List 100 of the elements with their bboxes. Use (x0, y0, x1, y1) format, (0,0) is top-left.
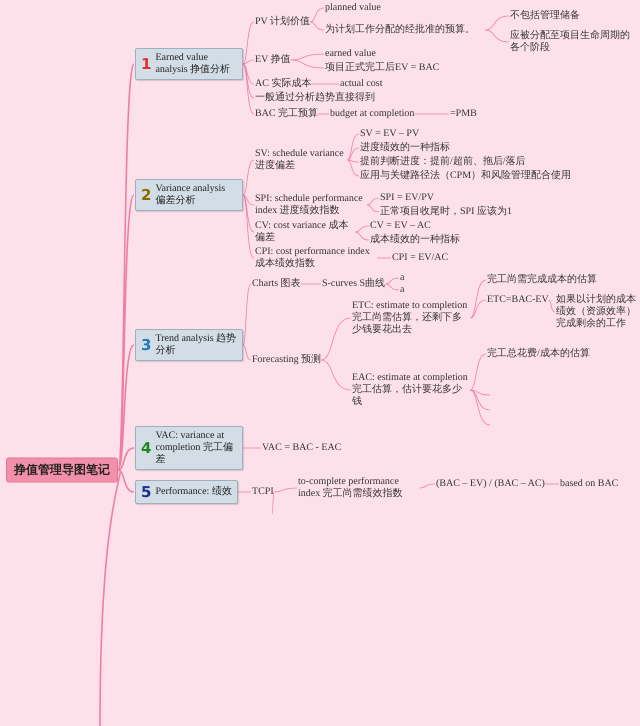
branch-line (118, 447, 134, 471)
branch-line (242, 284, 252, 346)
branch-text: VAC = BAC - EAC (262, 442, 342, 454)
branch-line (354, 232, 370, 240)
branch-text: 如果以计划的成本绩效（资源效率）完成剩余的工作 (556, 294, 636, 330)
branch-text: Forecasting 预测 (252, 354, 322, 366)
topic-title: Trend analysis 趋势分析 (155, 333, 237, 357)
branch-line (118, 469, 134, 493)
branch-line (366, 198, 380, 206)
main-topic-box (135, 48, 243, 80)
branch-text: 不包括管理储备 (510, 10, 580, 22)
branch-text: AC 实际成本 (255, 78, 312, 90)
branch-text: SV = EV – PV (360, 128, 420, 140)
branch-line (320, 318, 352, 360)
branch-line (484, 16, 510, 30)
branch-text: 提前判断进度：提前/超前、拖后/落后 (360, 156, 526, 168)
main-topic-box (135, 480, 238, 504)
branch-line (242, 64, 254, 98)
branch-text: ETC=BAC-EV (487, 294, 549, 306)
branch-line (470, 300, 486, 318)
branch-line (484, 30, 510, 42)
branch-text: 进度绩效的一种指标 (360, 142, 450, 154)
branch-line (242, 194, 254, 232)
branch-text: a (400, 284, 404, 296)
branch-line (99, 469, 121, 726)
main-topic-box (135, 179, 243, 211)
topic-number: 3 (141, 337, 152, 353)
branch-line (273, 488, 298, 492)
branch-line (366, 204, 380, 212)
branch-line (470, 390, 490, 426)
branch-text: Charts 图表 (252, 278, 301, 290)
branch-text: actual cost (340, 78, 382, 90)
branch-line (346, 134, 360, 160)
branch-text: CPI = EV/AC (392, 252, 448, 264)
branch-line (470, 390, 490, 410)
topic-title: Earned value analysis 挣值分析 (155, 52, 232, 76)
branch-text: to-complete performance index 完工尚需绩效指数 (298, 476, 420, 500)
branch-line (117, 64, 135, 470)
branch-line (272, 492, 274, 514)
branch-text: planned value (325, 2, 381, 14)
branch-text: a (400, 272, 404, 284)
branch-line (310, 22, 324, 30)
branch-line (242, 60, 254, 64)
branch-line (242, 344, 252, 360)
branch-text: EV 挣值 (255, 54, 291, 66)
branch-line (384, 284, 400, 290)
branch-text: 为计划工作分配的经批准的预算。 (325, 24, 485, 36)
branch-line (242, 194, 254, 206)
branch-text: SV: schedule variance 进度偏差 (255, 148, 347, 172)
topic-number: 5 (141, 484, 152, 500)
branch-text: 成本绩效的一种指标 (370, 234, 460, 246)
branch-line (354, 226, 370, 232)
branch-line (548, 300, 556, 312)
topic-number: 2 (141, 187, 152, 203)
branch-text: based on BAC (560, 478, 618, 490)
branch-text: BAC 完工预算 (255, 108, 318, 120)
branch-line (242, 64, 254, 84)
branch-text: 完工尚需完成成本的估算 (487, 274, 597, 286)
root-topic-box: 挣值管理导图笔记 (6, 458, 118, 482)
branch-line (242, 194, 254, 258)
branch-line (242, 64, 254, 114)
branch-text: 项目正式完工后EV = BAC (325, 62, 440, 74)
branch-text: 完工总花费/成本的估算 (487, 348, 590, 360)
branch-text: EAC: estimate at completion 完工估算，估计要花多少钱 (352, 372, 470, 408)
topic-number: 1 (141, 56, 152, 72)
branch-line (420, 484, 436, 488)
branch-line (470, 354, 486, 390)
branch-line (346, 160, 360, 176)
branch-line (290, 60, 324, 68)
branch-text: earned value (325, 48, 376, 60)
branch-text: TCPI (252, 486, 274, 498)
branch-line (320, 360, 352, 390)
main-topic-box (135, 329, 243, 361)
branch-text: CPI: cost performance index 成本绩效指数 (255, 246, 377, 270)
branch-text: SPI: schedule performance index 进度绩效指数 (255, 193, 367, 217)
branch-line (470, 280, 486, 318)
branch-text: ETC: estimate to completion 完工尚需估算，还剩下多少钱要花出去 (352, 300, 470, 336)
branch-text: 应用与关键路径法（CPM）和风险管理配合使用 (360, 170, 572, 182)
branch-line (310, 8, 324, 22)
topic-title: Performance: 绩效 (155, 486, 232, 498)
topic-number: 4 (141, 440, 152, 456)
branch-text: 应被分配至项目生命周期的各个阶段 (510, 30, 635, 54)
branch-line (384, 278, 400, 284)
branch-text: CV: cost variance 成本偏差 (255, 220, 355, 244)
branch-line (346, 160, 360, 162)
branch-text: 正常项目收尾时，SPI 应该为1 (380, 206, 512, 218)
topic-title: VAC: variance at completion 完工偏差 (155, 430, 234, 466)
branch-line (470, 390, 490, 396)
branch-line (117, 344, 135, 470)
branch-text: (BAC – EV) / (BAC – AC) (436, 478, 545, 490)
main-topic-box (135, 426, 243, 470)
branch-line (242, 160, 254, 196)
branch-text: PV 计划价值 (255, 16, 310, 28)
branch-text: 一般通过分析趋势直接得到 (255, 92, 375, 104)
branch-text: budget at completion (330, 108, 414, 120)
branch-line (242, 22, 254, 64)
branch-line (346, 148, 360, 160)
topic-title: Variance analysis 偏差分析 (155, 183, 226, 207)
branch-line (290, 54, 324, 60)
branch-text: =PMB (450, 108, 477, 120)
